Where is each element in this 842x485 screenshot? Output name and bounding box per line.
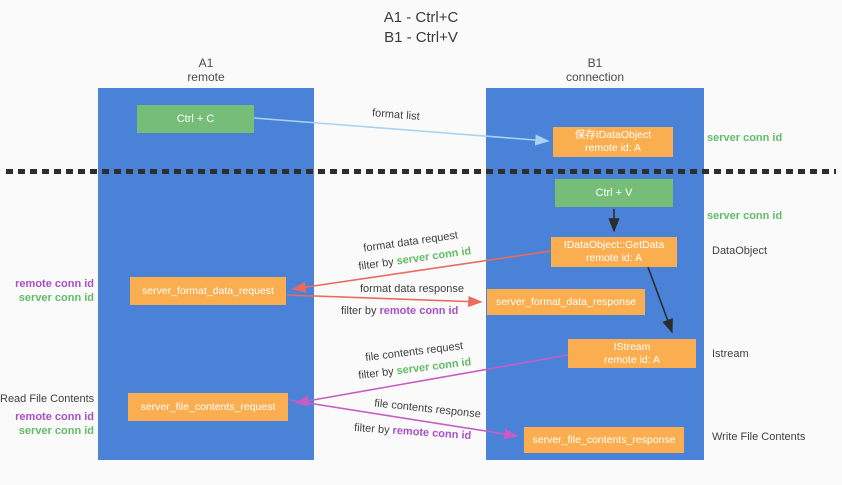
server-conn-id-text-2: server conn id [395,356,472,378]
istream-line2: remote id: A [603,353,661,366]
node-save-idataobject: 保存IDataObject remote id: A [553,127,673,157]
server-file-contents-request-label: server_file_contents_request [140,400,276,413]
node-server-format-data-request: server_format_data_request [130,277,286,305]
server-file-contents-response-label: server_file_contents_response [532,433,676,446]
right-label-server-conn-id-mid: server conn id [707,210,783,222]
dotted-divider [6,169,836,174]
filter-by-text-1: filter by [357,256,395,273]
server-format-data-request-label: server_format_data_request [142,284,274,297]
node-idataobject-getdata: IDataObject::GetData remote id: A [551,237,677,267]
left-label-server-conn-id-top: server conn id [18,292,94,304]
server-format-data-response-label: server_format_data_response [495,295,637,308]
node-ctrl-c: Ctrl + C [137,105,254,133]
node-server-file-contents-response: server_file_contents_response [524,427,684,453]
save-idataobject-line1: 保存IDataObject [574,129,652,141]
left-label-remote-conn-id-bottom: remote conn id [15,411,94,423]
right-label-server-conn-id-top: server conn id [707,132,783,144]
right-label-dataobject: DataObject [712,245,768,257]
save-idataobject-line2: remote id: A [584,142,642,154]
title-line-1: A1 - Ctrl+C [383,9,459,26]
right-label-write-file-contents: Write File Contents [712,431,806,443]
node-ctrl-v: Ctrl + V [555,179,673,207]
node-istream: IStream remote id: A [568,339,696,368]
diagram-title: A1 - Ctrl+C B1 - Ctrl+V [0,8,842,48]
node-server-format-data-response: server_format_data_response [487,289,645,315]
lane-header-b1: B1 connection [486,56,704,84]
lane-a1-name: remote [187,70,225,84]
left-label-server-conn-id-bottom: server conn id [18,425,94,437]
lane-header-a1: A1 remote [98,56,314,84]
istream-line1: IStream [613,340,651,353]
label-format-list: format list [371,107,421,123]
filter-by-text-3: filter by [357,365,395,382]
title-line-2: B1 - Ctrl+V [384,29,458,46]
lane-b1-name: connection [565,70,625,84]
lane-a1-id: A1 [198,56,214,70]
right-label-istream: Istream [712,348,749,360]
left-label-read-file-contents: Read File Contents [0,393,95,405]
ctrl-c-label: Ctrl + C [176,112,215,125]
filter-by-text-2: filter by [341,305,377,317]
remote-conn-id-text-1: remote conn id [379,305,459,317]
getdata-line1: IDataObject::GetData [563,239,665,251]
arrow-format-data-response [286,294,483,308]
label-format-data-response: format data response [360,283,464,295]
remote-conn-id-text-2: remote conn id [392,424,472,443]
getdata-line2: remote id: A [585,252,643,264]
filter-by-text-4: filter by [353,421,390,437]
node-server-file-contents-request: server_file_contents_request [128,393,288,421]
ctrl-v-label: Ctrl + V [595,186,633,199]
label-file-contents-response: file contents response [373,397,482,421]
lane-b1-id: B1 [587,56,603,70]
left-label-remote-conn-id-top: remote conn id [15,278,94,290]
